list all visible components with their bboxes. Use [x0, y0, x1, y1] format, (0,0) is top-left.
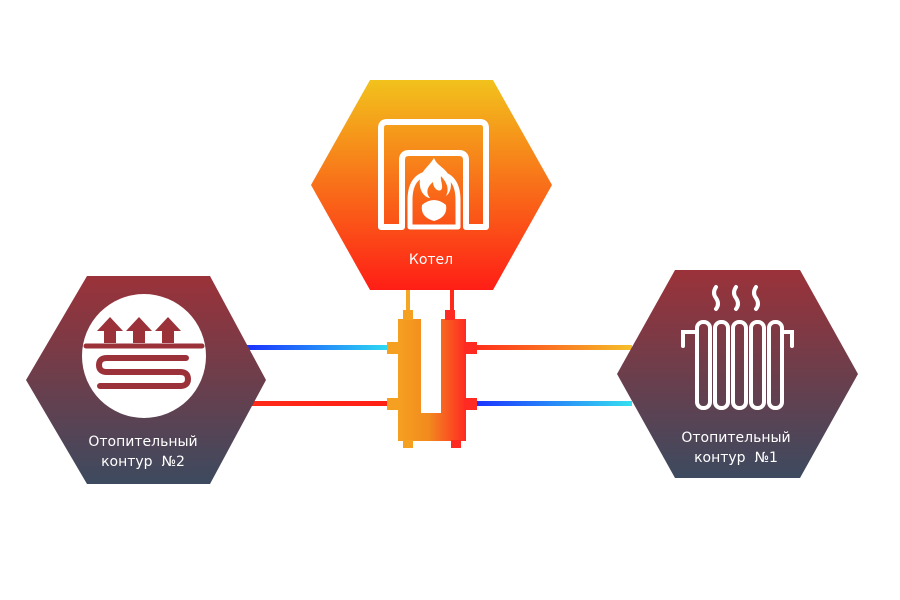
- pipe-boiler-supply: [450, 289, 454, 319]
- boiler-label: Котел: [409, 252, 453, 268]
- hydraulic-separator-icon: [387, 310, 477, 448]
- underfloor-heating-icon: [82, 294, 206, 418]
- circuit-2-label-line2: контур №2: [101, 454, 185, 470]
- radiator-icon: [681, 285, 794, 410]
- pipe-circuit2-return: [245, 345, 393, 350]
- flame-icon: [419, 158, 451, 221]
- pipe-circuit1-supply: [472, 345, 632, 350]
- circuit-1-hexagon: [617, 270, 858, 478]
- pipe-boiler-return: [406, 289, 410, 319]
- circuit-1-label-line2: контур №1: [694, 450, 778, 466]
- circuit-1-label-line1: Отопительный: [681, 430, 790, 446]
- boiler-hexagon: [311, 80, 552, 290]
- circuit-2-label-line1: Отопительный: [88, 434, 197, 450]
- pipe-circuit2-supply: [245, 401, 393, 406]
- pipe-circuit1-return: [472, 401, 632, 406]
